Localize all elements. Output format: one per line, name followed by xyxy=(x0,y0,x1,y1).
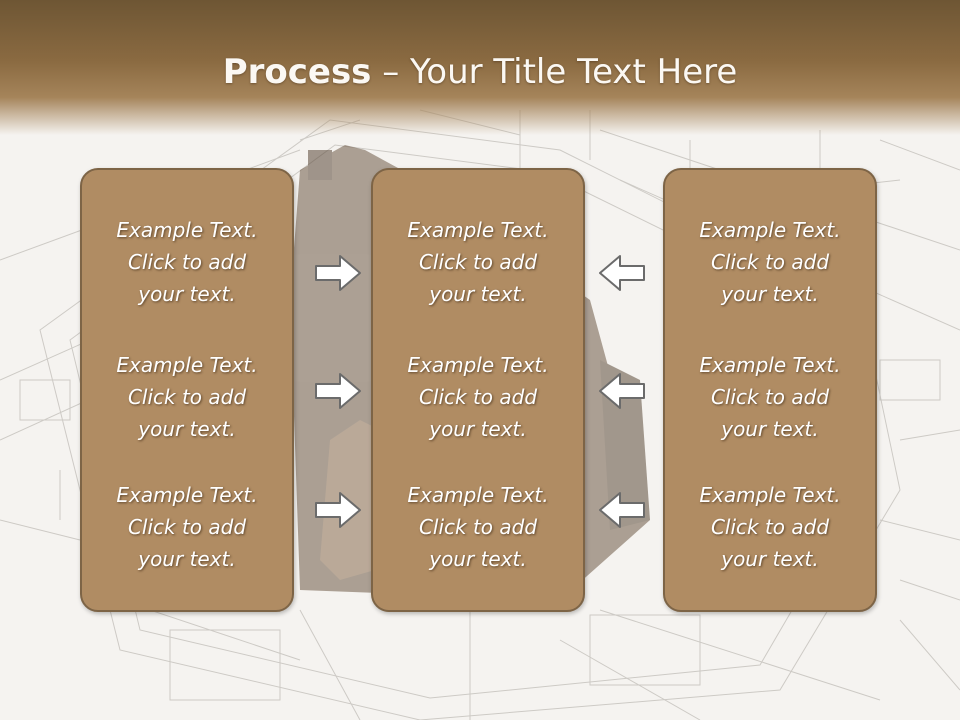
text-line: your text. xyxy=(429,282,527,306)
text-placeholder[interactable]: Example Text. Click to add your text. xyxy=(82,349,292,445)
text-line: Click to add xyxy=(418,385,538,409)
text-line: your text. xyxy=(138,547,236,571)
text-placeholder[interactable]: Example Text. Click to add your text. xyxy=(373,479,583,575)
text-box-center[interactable]: Example Text. Click to add your text. Ex… xyxy=(371,168,585,612)
title-bold: Process xyxy=(222,52,372,92)
text-line: your text. xyxy=(721,282,819,306)
text-placeholder[interactable]: Example Text. Click to add your text. xyxy=(665,214,875,310)
arrow-right-icon xyxy=(315,373,361,409)
text-line: Click to add xyxy=(418,250,538,274)
text-box-right[interactable]: Example Text. Click to add your text. Ex… xyxy=(663,168,877,612)
text-line: your text. xyxy=(429,417,527,441)
arrow-left-icon xyxy=(599,373,645,409)
arrow-right-icon xyxy=(315,255,361,291)
text-line: Example Text. xyxy=(699,483,841,507)
text-line: Example Text. xyxy=(407,218,549,242)
text-line: your text. xyxy=(138,417,236,441)
text-line: Example Text. xyxy=(116,218,258,242)
text-line: Click to add xyxy=(710,250,830,274)
text-line: Example Text. xyxy=(116,353,258,377)
text-line: Click to add xyxy=(710,385,830,409)
text-line: your text. xyxy=(429,547,527,571)
text-line: Example Text. xyxy=(699,218,841,242)
text-line: Example Text. xyxy=(407,353,549,377)
text-line: Example Text. xyxy=(116,483,258,507)
text-line: your text. xyxy=(721,547,819,571)
arrow-right-icon xyxy=(315,492,361,528)
arrow-left-icon xyxy=(599,492,645,528)
text-placeholder[interactable]: Example Text. Click to add your text. xyxy=(82,479,292,575)
text-line: Click to add xyxy=(710,515,830,539)
text-line: Click to add xyxy=(418,515,538,539)
text-line: Click to add xyxy=(127,515,247,539)
text-line: Example Text. xyxy=(407,483,549,507)
text-box-left[interactable]: Example Text. Click to add your text. Ex… xyxy=(80,168,294,612)
arrow-left-icon xyxy=(599,255,645,291)
text-line: your text. xyxy=(721,417,819,441)
text-placeholder[interactable]: Example Text. Click to add your text. xyxy=(665,349,875,445)
text-line: Click to add xyxy=(127,385,247,409)
text-line: Click to add xyxy=(127,250,247,274)
header-band xyxy=(0,0,960,135)
text-line: Example Text. xyxy=(699,353,841,377)
slide-title[interactable]: Process – Your Title Text Here xyxy=(0,52,960,92)
text-placeholder[interactable]: Example Text. Click to add your text. xyxy=(373,349,583,445)
text-line: your text. xyxy=(138,282,236,306)
text-placeholder[interactable]: Example Text. Click to add your text. xyxy=(665,479,875,575)
title-rest: – Your Title Text Here xyxy=(371,52,738,92)
text-placeholder[interactable]: Example Text. Click to add your text. xyxy=(82,214,292,310)
text-placeholder[interactable]: Example Text. Click to add your text. xyxy=(373,214,583,310)
